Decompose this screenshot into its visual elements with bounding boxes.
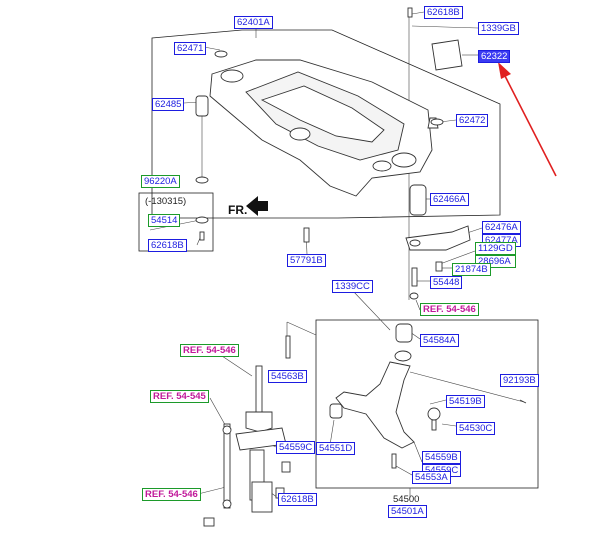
control-arm-outline <box>315 319 539 489</box>
label-54584a[interactable]: 54584A <box>420 334 459 347</box>
label-54559c[interactable]: 54559C <box>276 441 316 454</box>
label-54519b[interactable]: 54519B <box>446 395 485 408</box>
bolt-57791B <box>303 227 310 243</box>
washer-54514 <box>195 216 209 224</box>
note-date: (-130315) <box>145 196 187 207</box>
label-1339gb[interactable]: 1339GB <box>478 22 519 35</box>
bushings <box>195 7 463 243</box>
bolt-21874B <box>435 261 443 272</box>
label-1339cc[interactable]: 1339CC <box>332 280 373 293</box>
lower-control-arm <box>329 323 527 469</box>
label-54563b[interactable]: 54563B <box>268 370 307 383</box>
label-62466a[interactable]: 62466A <box>430 193 469 206</box>
label-54559b[interactable]: 54559B <box>422 451 462 464</box>
label-54514[interactable]: 54514 <box>148 214 181 227</box>
label-54501a[interactable]: 54501A <box>388 505 427 518</box>
bushing-62466A <box>409 184 427 216</box>
bushing-54551D <box>394 350 412 362</box>
ref-54-546-upper[interactable]: REF. 54-546 <box>420 303 479 316</box>
label-57791b[interactable]: 57791B <box>287 254 326 267</box>
nut-62618B <box>199 231 205 241</box>
label-62401a[interactable]: 62401A <box>234 16 273 29</box>
label-62618b-bottom[interactable]: 62618B <box>278 493 317 506</box>
label-62471[interactable]: 62471 <box>174 42 207 55</box>
label-96220a[interactable]: 96220A <box>141 175 180 188</box>
label-62472[interactable]: 62472 <box>456 114 489 127</box>
bolt-54553A <box>391 453 397 469</box>
label-62476a[interactable]: 62476A <box>482 221 521 234</box>
washer-96220A <box>195 176 209 184</box>
label-1129gd[interactable]: 1129GD <box>475 242 516 255</box>
washer-62472 <box>430 118 444 126</box>
bolt-55448 <box>411 267 418 287</box>
front-arrow-icon <box>246 196 268 216</box>
ref-54-545[interactable]: REF. 54-545 <box>150 390 209 403</box>
label-62618b-top[interactable]: 62618B <box>424 6 463 19</box>
bushing-54584A <box>395 323 413 343</box>
bracket-62322 <box>431 39 463 71</box>
bushing-62485 <box>195 95 209 117</box>
assembly-number-54500: 54500 <box>393 494 420 505</box>
bolt-1339GB <box>407 7 413 18</box>
ref-54-546-strut[interactable]: REF. 54-546 <box>180 344 239 357</box>
stay-bracket <box>405 225 471 300</box>
front-direction-label: FR. <box>228 203 248 217</box>
annotation-arrow <box>498 62 557 177</box>
label-54553a[interactable]: 54553A <box>412 471 451 484</box>
label-92193b[interactable]: 92193B <box>500 374 539 387</box>
ref-54-546-lower[interactable]: REF. 54-546 <box>142 488 201 501</box>
subframe-outline <box>151 29 501 219</box>
label-21874b[interactable]: 21874B <box>452 263 491 276</box>
ball-joint-54530C <box>427 407 441 421</box>
label-62322-selected[interactable]: 62322 <box>478 50 511 63</box>
stabilizer-link <box>223 423 231 509</box>
strut-assembly <box>203 335 291 527</box>
label-54551d[interactable]: 54551D <box>316 442 356 455</box>
label-55448[interactable]: 55448 <box>430 276 463 289</box>
subframe <box>209 59 439 197</box>
label-62485[interactable]: 62485 <box>152 98 185 111</box>
strut-rod <box>255 365 263 413</box>
washer-62471 <box>214 50 228 58</box>
bolt-54563B <box>285 335 291 359</box>
label-54530c[interactable]: 54530C <box>456 422 496 435</box>
label-62618b-note[interactable]: 62618B <box>148 239 187 252</box>
